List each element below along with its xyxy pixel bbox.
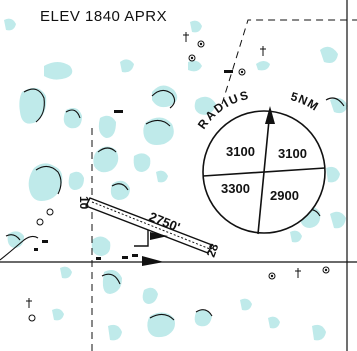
tree-fill [190, 42, 328, 278]
lake [330, 98, 348, 114]
north-arrow-icon [265, 106, 275, 124]
tower-icon [26, 298, 32, 308]
lake [28, 163, 63, 201]
lake [108, 324, 122, 341]
boundary-dashed [221, 19, 357, 105]
symbols [34, 70, 233, 260]
lake [143, 117, 174, 145]
quadrant-bottom-left: 3300 [221, 181, 250, 196]
runway-end-east: 28 [204, 241, 222, 259]
tree-icon [46, 208, 54, 216]
tree-icon [268, 272, 276, 280]
lake [330, 211, 346, 229]
lake [4, 18, 16, 31]
tower-icon [183, 32, 189, 42]
radius-value: 5NM [289, 89, 321, 114]
marker [224, 70, 233, 73]
lake [190, 20, 202, 33]
lake [268, 316, 280, 329]
tree-symbols [26, 32, 330, 322]
lake [256, 61, 270, 71]
lake [147, 312, 175, 338]
marker [122, 256, 128, 259]
tree-icon [322, 266, 330, 274]
runway-end-west: 10 [77, 196, 91, 210]
lake [44, 62, 73, 80]
lake [312, 324, 326, 341]
lake [60, 266, 72, 279]
lake [194, 309, 212, 327]
tower-icon [260, 46, 266, 56]
lake [102, 270, 122, 294]
elevation-label: ELEV 1840 APRX [40, 8, 168, 25]
lake [63, 108, 82, 129]
lake [7, 231, 24, 248]
lake [240, 298, 252, 311]
tree-icon [36, 218, 44, 226]
lake [194, 96, 216, 115]
marker [96, 257, 101, 260]
lake [133, 153, 151, 172]
tree-icon [28, 314, 36, 322]
runway [85, 197, 213, 266]
radius-circle [202, 106, 326, 235]
marker [42, 240, 48, 243]
lake [156, 170, 168, 183]
lake [188, 60, 202, 72]
lake [320, 46, 338, 63]
tower-icon [295, 268, 301, 278]
runway-strip [85, 197, 213, 254]
marker [114, 110, 123, 113]
marker [34, 248, 38, 251]
segmented-circle-marker [150, 232, 168, 240]
lake [91, 236, 111, 256]
lake [142, 287, 158, 304]
tree-icon [188, 54, 196, 62]
lake [326, 166, 340, 183]
lake [52, 308, 64, 321]
tree-icon [197, 40, 205, 48]
segmented-circle-marker [142, 256, 164, 266]
lake [19, 87, 47, 124]
lake [98, 115, 116, 138]
lake [68, 171, 84, 190]
quadrant-top-left: 3100 [226, 144, 255, 159]
tree-icon [238, 68, 246, 76]
taxiway [134, 230, 149, 247]
lake [93, 146, 119, 173]
lakes [4, 18, 348, 341]
lake [120, 59, 134, 73]
lake [110, 180, 130, 200]
quadrant-top-right: 3100 [278, 146, 307, 161]
lake [290, 230, 302, 243]
quadrant-bottom-right: 2900 [270, 188, 299, 203]
